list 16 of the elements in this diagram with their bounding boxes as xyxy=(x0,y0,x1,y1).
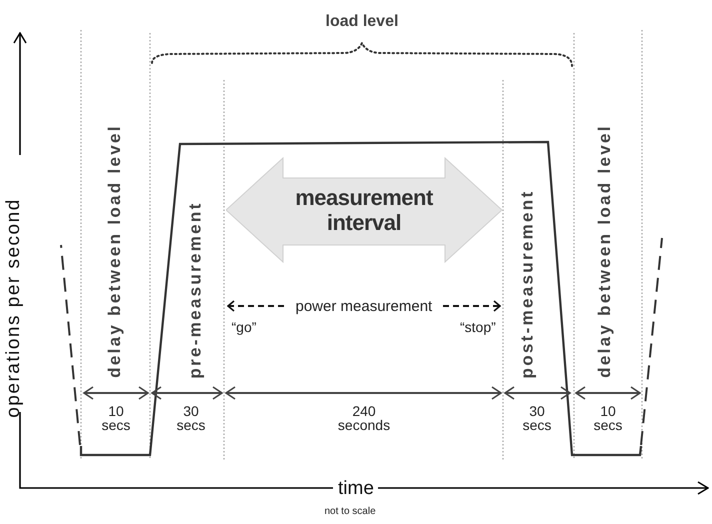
phase-label: post-measurement xyxy=(516,189,537,378)
brace-label: load level xyxy=(326,14,398,30)
shape-label: measurement interval xyxy=(294,184,434,236)
duration-label: 30 secs xyxy=(522,404,552,433)
duration-label: 10 secs xyxy=(100,404,132,433)
signal-label: “stop” xyxy=(460,320,496,334)
axis-title: operations per second xyxy=(2,198,25,418)
phase-label: delay between load level xyxy=(594,124,615,378)
double-arrow-shape xyxy=(226,156,502,264)
signal-label: “go” xyxy=(232,320,256,334)
duration-label: 10 secs xyxy=(592,404,624,433)
duration-label: 30 secs xyxy=(176,404,206,433)
duration-label: 240 seconds xyxy=(336,404,392,433)
phase-label: delay between load level xyxy=(104,124,125,378)
note: not to scale xyxy=(324,507,376,517)
phase-label: pre-measurement xyxy=(185,200,206,378)
